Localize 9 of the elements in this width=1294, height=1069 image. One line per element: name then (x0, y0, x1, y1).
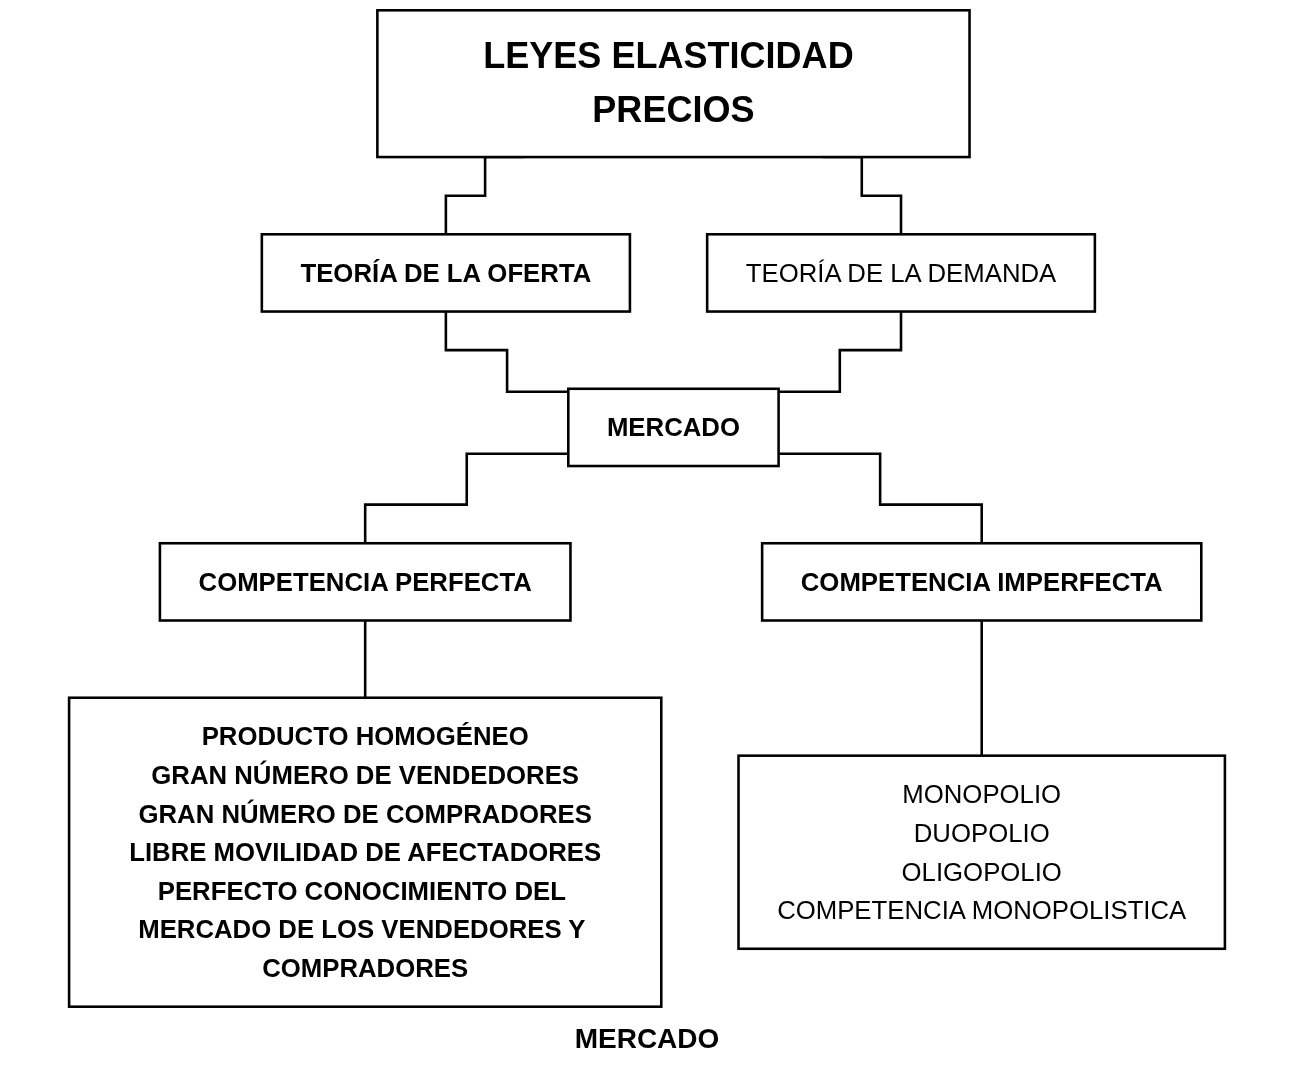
diagram-caption: MERCADO (574, 1022, 720, 1056)
node-box: MERCADO (567, 387, 780, 468)
node-box: LEYES ELASTICIDAD PRECIOS (376, 9, 971, 159)
node-box: MONOPOLIO DUOPOLIO OLIGOPOLIO COMPETENCIA MONOPOLISTICA (737, 754, 1227, 951)
node-box: COMPETENCIA IMPERFECTA (760, 541, 1203, 622)
node-box: COMPETENCIA PERFECTA (158, 541, 572, 622)
node-box: TEORÍA DE LA OFERTA (260, 233, 632, 313)
node-box: TEORÍA DE LA DEMANDA (705, 233, 1097, 313)
node-box: PRODUCTO HOMOGÉNEO GRAN NÚMERO DE VENDEDORES GRAN NÚMERO DE COMPRADORES LIBRE MOVILIDAD DE AFECTADORES PERFECTO CONOCIMIENTO DEL MERCADO DE LOS VENDEDORES Y COMPRADORES (67, 696, 663, 1008)
